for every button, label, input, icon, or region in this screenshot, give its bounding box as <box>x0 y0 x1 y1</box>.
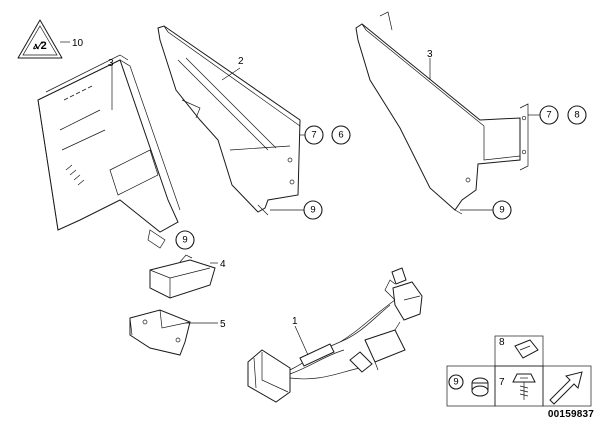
warning-symbol-icon: ⲁ⁄2 <box>32 40 46 52</box>
callout-circle-9-left <box>175 230 195 250</box>
leader-line-1 <box>294 325 309 356</box>
wiring-harness-part-1[interactable] <box>247 267 423 403</box>
circle-label-8-right: 8 <box>574 110 579 121</box>
clip-part-8[interactable] <box>514 339 539 359</box>
callout-circle-6-mid <box>331 125 351 145</box>
callout-10: 10 <box>72 38 84 49</box>
circle-label-9-right: 9 <box>499 205 504 216</box>
direction-arrow-icon <box>549 371 583 405</box>
callout-2: 2 <box>238 56 244 67</box>
bracket-part-2[interactable] <box>157 25 301 216</box>
callout-1: 1 <box>292 316 298 327</box>
nut-part-9[interactable] <box>471 377 489 397</box>
circle-label-9-left: 9 <box>182 235 187 246</box>
control-unit-part-3-left[interactable] <box>37 54 181 249</box>
callout-3-right: 3 <box>427 49 433 60</box>
fastener-legend <box>446 335 592 407</box>
circle-label-7-right: 7 <box>546 110 551 121</box>
screw-part-7[interactable] <box>512 373 536 400</box>
legend-circle-9 <box>448 374 464 390</box>
callout-circle-8-right <box>567 105 587 125</box>
callout-circle-7-right <box>539 105 559 125</box>
callout-5: 5 <box>220 319 226 330</box>
callout-3-left: 3 <box>108 58 114 69</box>
legend-label-8: 8 <box>499 337 505 348</box>
module-part-4[interactable] <box>149 254 216 299</box>
leader-line-2 <box>221 67 241 81</box>
circle-label-6-mid: 6 <box>338 130 343 141</box>
bracket-part-3-right[interactable] <box>355 11 529 215</box>
diagram-id: 00159837 <box>547 409 594 420</box>
callout-circle-7-mid <box>304 125 324 145</box>
circle-label-7-mid: 7 <box>311 130 316 141</box>
circle-label-9-mid: 9 <box>310 205 315 216</box>
callout-4: 4 <box>220 259 226 270</box>
warning-label-part-10[interactable]: ⲁ⁄2 <box>17 19 63 59</box>
callout-circle-9-mid <box>303 200 323 220</box>
legend-label-9: 9 <box>453 377 458 388</box>
mounting-plate-part-5[interactable] <box>129 309 191 356</box>
callout-circle-9-right <box>492 200 512 220</box>
legend-label-7: 7 <box>499 377 505 388</box>
